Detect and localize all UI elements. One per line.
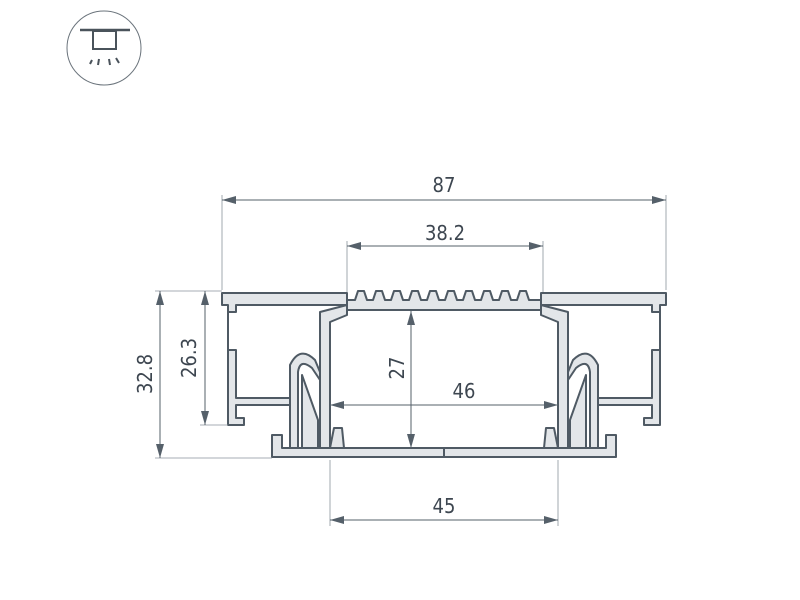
label-channel-top-width: 38.2: [425, 221, 465, 245]
recessed-downlight-icon: [66, 10, 142, 86]
dimension-frame-height: [200, 291, 228, 426]
label-inner-height: 27: [385, 357, 409, 380]
label-opening-width: 45: [433, 494, 456, 518]
label-frame-height: 26.3: [177, 338, 201, 378]
dimension-opening-width: [329, 460, 559, 526]
label-inner-width: 46: [453, 379, 476, 403]
dimension-inner-height: [407, 311, 415, 448]
dimension-inner-width: [330, 401, 558, 409]
label-overall-height: 32.8: [133, 354, 157, 394]
label-overall-width: 87: [433, 173, 456, 197]
dimension-overall-width: [221, 195, 667, 290]
aluminium-profile: [221, 290, 667, 458]
dimension-channel-top-width: [346, 241, 544, 292]
dimension-overall-height: [155, 290, 272, 459]
